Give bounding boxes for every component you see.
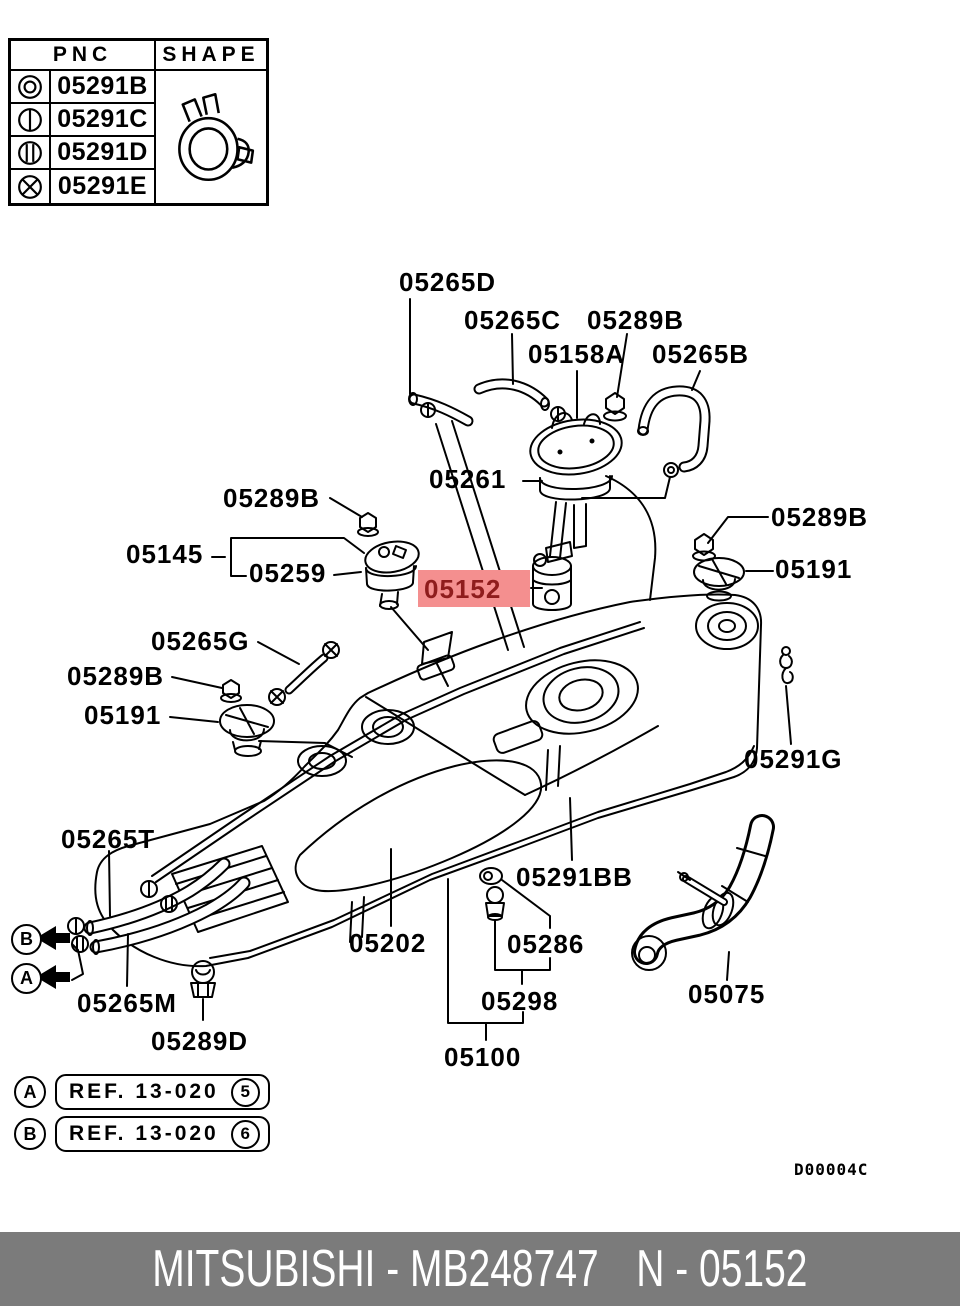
shape-column-header: SHAPE (156, 41, 266, 71)
part-callout[interactable]: 05191 (84, 700, 162, 730)
fuel-pump-assembly (529, 412, 671, 601)
drain-bolt (190, 960, 216, 998)
part-callout[interactable]: 05291G (744, 744, 843, 774)
part-callout[interactable]: 05261 (429, 464, 507, 494)
arrow-a-icon (36, 965, 70, 989)
view-marker-a-badge: A (11, 963, 42, 994)
part-callout[interactable]: 05145 (126, 539, 204, 569)
leader-lines (71, 298, 792, 1041)
pnc-code: 05291B (51, 71, 156, 104)
footer-text: MITSUBISHI - MB248747 N - 05152 (152, 1243, 807, 1295)
part-callout[interactable]: 05265T (61, 824, 156, 854)
part-callout[interactable]: 05289B (67, 661, 165, 691)
part-callout[interactable]: 05298 (481, 986, 559, 1016)
part-callout[interactable]: 05191 (775, 554, 853, 584)
fuel-gauge-unit (357, 512, 453, 687)
pnc-code: 05291D (51, 137, 156, 170)
part-callout[interactable]: 05265M (77, 988, 177, 1018)
ref-text: REF. 13-020 (69, 1122, 219, 1145)
part-callout[interactable]: 05289B (223, 483, 321, 513)
pnc-code: 05291C (51, 104, 156, 137)
circle-single-bar-icon (11, 104, 51, 137)
ref-marker-b-badge: B (14, 1118, 46, 1150)
part-callout[interactable]: 05100 (444, 1042, 522, 1072)
fuel-tank-body (94, 593, 763, 968)
hose-clamp-icon (156, 71, 266, 203)
pnc-shape-table: PNC SHAPE 05291B 05291C 05291D 05291E (8, 38, 269, 206)
footer-catalog-number: MITSUBISHI - MB248747 (152, 1240, 599, 1298)
part-callout[interactable]: 05265C (464, 305, 562, 335)
view-arrows (36, 926, 70, 989)
part-callout[interactable]: 05265G (151, 626, 250, 656)
part-callout[interactable]: 05289D (151, 1026, 249, 1056)
circle-double-bar-icon (11, 137, 51, 170)
arrow-b-icon (36, 926, 70, 950)
footer-part-number: N - 05152 (636, 1240, 808, 1298)
part-callout[interactable]: 05291BB (516, 862, 633, 892)
circle-cross-icon (11, 170, 51, 203)
ref-note-a: A REF. 13-020 5 (14, 1074, 270, 1110)
part-callout[interactable]: 05289B (587, 305, 685, 335)
part-callout[interactable]: 05289B (771, 502, 869, 532)
pipe-clip (779, 646, 794, 685)
ref-number-badge: 5 (230, 1077, 260, 1107)
part-callout[interactable]: 05075 (688, 979, 766, 1009)
double-circle-icon (11, 71, 51, 104)
fuel-filter-part (532, 553, 572, 611)
right-cap-and-nut (692, 533, 745, 602)
ref-text: REF. 13-020 (69, 1080, 219, 1103)
part-callout[interactable]: 05158A (528, 339, 626, 369)
ref-box[interactable]: REF. 13-020 5 (55, 1074, 270, 1110)
ref-marker-a-badge: A (14, 1076, 46, 1108)
part-callout[interactable]: 05202 (349, 928, 427, 958)
pnc-code: 05291E (51, 170, 156, 203)
part-callout-highlighted[interactable]: 05152 (418, 570, 530, 607)
top-nut (603, 392, 627, 422)
part-callout[interactable]: 05265B (652, 339, 750, 369)
ref-box[interactable]: REF. 13-020 6 (55, 1116, 270, 1152)
view-marker-b-badge: B (11, 924, 42, 955)
filler-hose (631, 814, 775, 971)
part-callout[interactable]: 05259 (249, 558, 327, 588)
ref-note-b: B REF. 13-020 6 (14, 1116, 270, 1152)
filler-vent-hoses (67, 857, 251, 955)
left-cap-and-pipe (219, 641, 353, 758)
part-callout[interactable]: 05265D (399, 267, 497, 297)
part-callout[interactable]: 05286 (507, 929, 585, 959)
footer-bar: MITSUBISHI - MB248747 N - 05152 (0, 1232, 960, 1306)
pnc-column-header: PNC (11, 41, 156, 71)
ref-number-badge: 6 (230, 1119, 260, 1149)
washer-and-plug (479, 867, 505, 921)
drawing-code: D00004C (794, 1160, 869, 1179)
